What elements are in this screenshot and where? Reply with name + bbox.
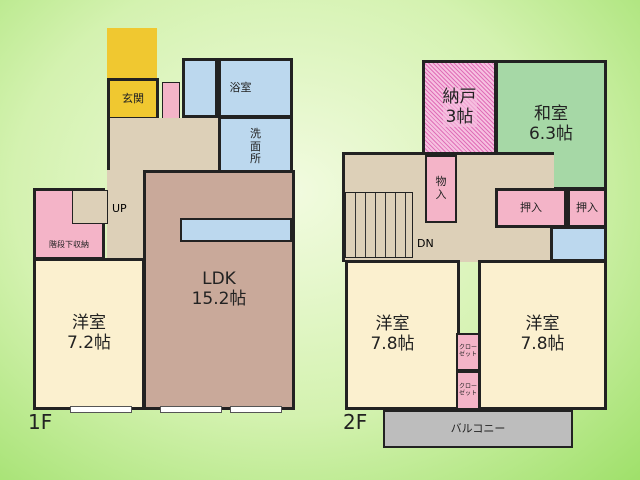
oshiire-1-label: 押入	[520, 200, 542, 214]
washitsu-label: 和室 6.3帖	[528, 104, 574, 144]
oshiire-1: 押入	[495, 188, 567, 228]
storage-label: 階段下収納	[49, 239, 89, 249]
genkan-label: 玄関	[122, 91, 144, 105]
stairs-up-label: UP	[112, 202, 127, 215]
closet-1: クロー ゼット	[456, 333, 480, 371]
washroom: 洗 面 所	[218, 116, 293, 178]
balcony-label: バルコニー	[450, 421, 506, 435]
monoire-label: 物 入	[435, 175, 447, 201]
western-1f-label: 洋室 7.2帖	[66, 313, 112, 353]
balcony: バルコニー	[383, 410, 573, 448]
genkan-tile	[107, 28, 157, 78]
closet-2-label: クロー ゼット	[458, 382, 477, 397]
oshiire-2-label: 押入	[576, 200, 598, 214]
stairs-1f	[72, 190, 108, 224]
floor-2-label: 2F	[343, 410, 368, 434]
toilet-1f	[182, 58, 218, 118]
closet-2: クロー ゼット	[456, 371, 480, 410]
kitchen-counter	[180, 218, 292, 242]
western-room-2f-left: 洋室 7.8帖	[345, 260, 460, 410]
western-2f-left-label: 洋室 7.8帖	[370, 314, 415, 354]
nando: 納戸 3帖	[422, 60, 497, 155]
window	[160, 406, 222, 413]
shoe-cabinet	[162, 82, 180, 122]
genkan: 玄関	[107, 78, 159, 120]
ldk-label: LDK 15.2帖	[191, 269, 247, 309]
hall-1f	[107, 118, 219, 173]
ldk: LDK 15.2帖	[143, 170, 295, 410]
monoire: 物 入	[425, 155, 457, 223]
washroom-label: 洗 面 所	[250, 127, 261, 166]
oshiire-2: 押入	[567, 188, 607, 228]
western-2f-right-label: 洋室 7.8帖	[520, 314, 565, 354]
toilet-2f	[550, 226, 607, 262]
hall-1f-lower	[107, 170, 147, 262]
bath-label: 浴室	[229, 80, 252, 94]
western-room-2f-right: 洋室 7.8帖	[478, 260, 607, 410]
stairs-2f	[345, 192, 413, 258]
window	[70, 406, 132, 413]
bathroom: 浴室	[218, 58, 293, 118]
stairs-dn-label: DN	[417, 237, 434, 250]
nando-label: 納戸 3帖	[442, 86, 477, 128]
western-room-1f: 洋室 7.2帖	[33, 258, 145, 410]
floor-1-label: 1F	[28, 410, 53, 434]
window	[230, 406, 282, 413]
closet-1-label: クロー ゼット	[458, 344, 477, 358]
